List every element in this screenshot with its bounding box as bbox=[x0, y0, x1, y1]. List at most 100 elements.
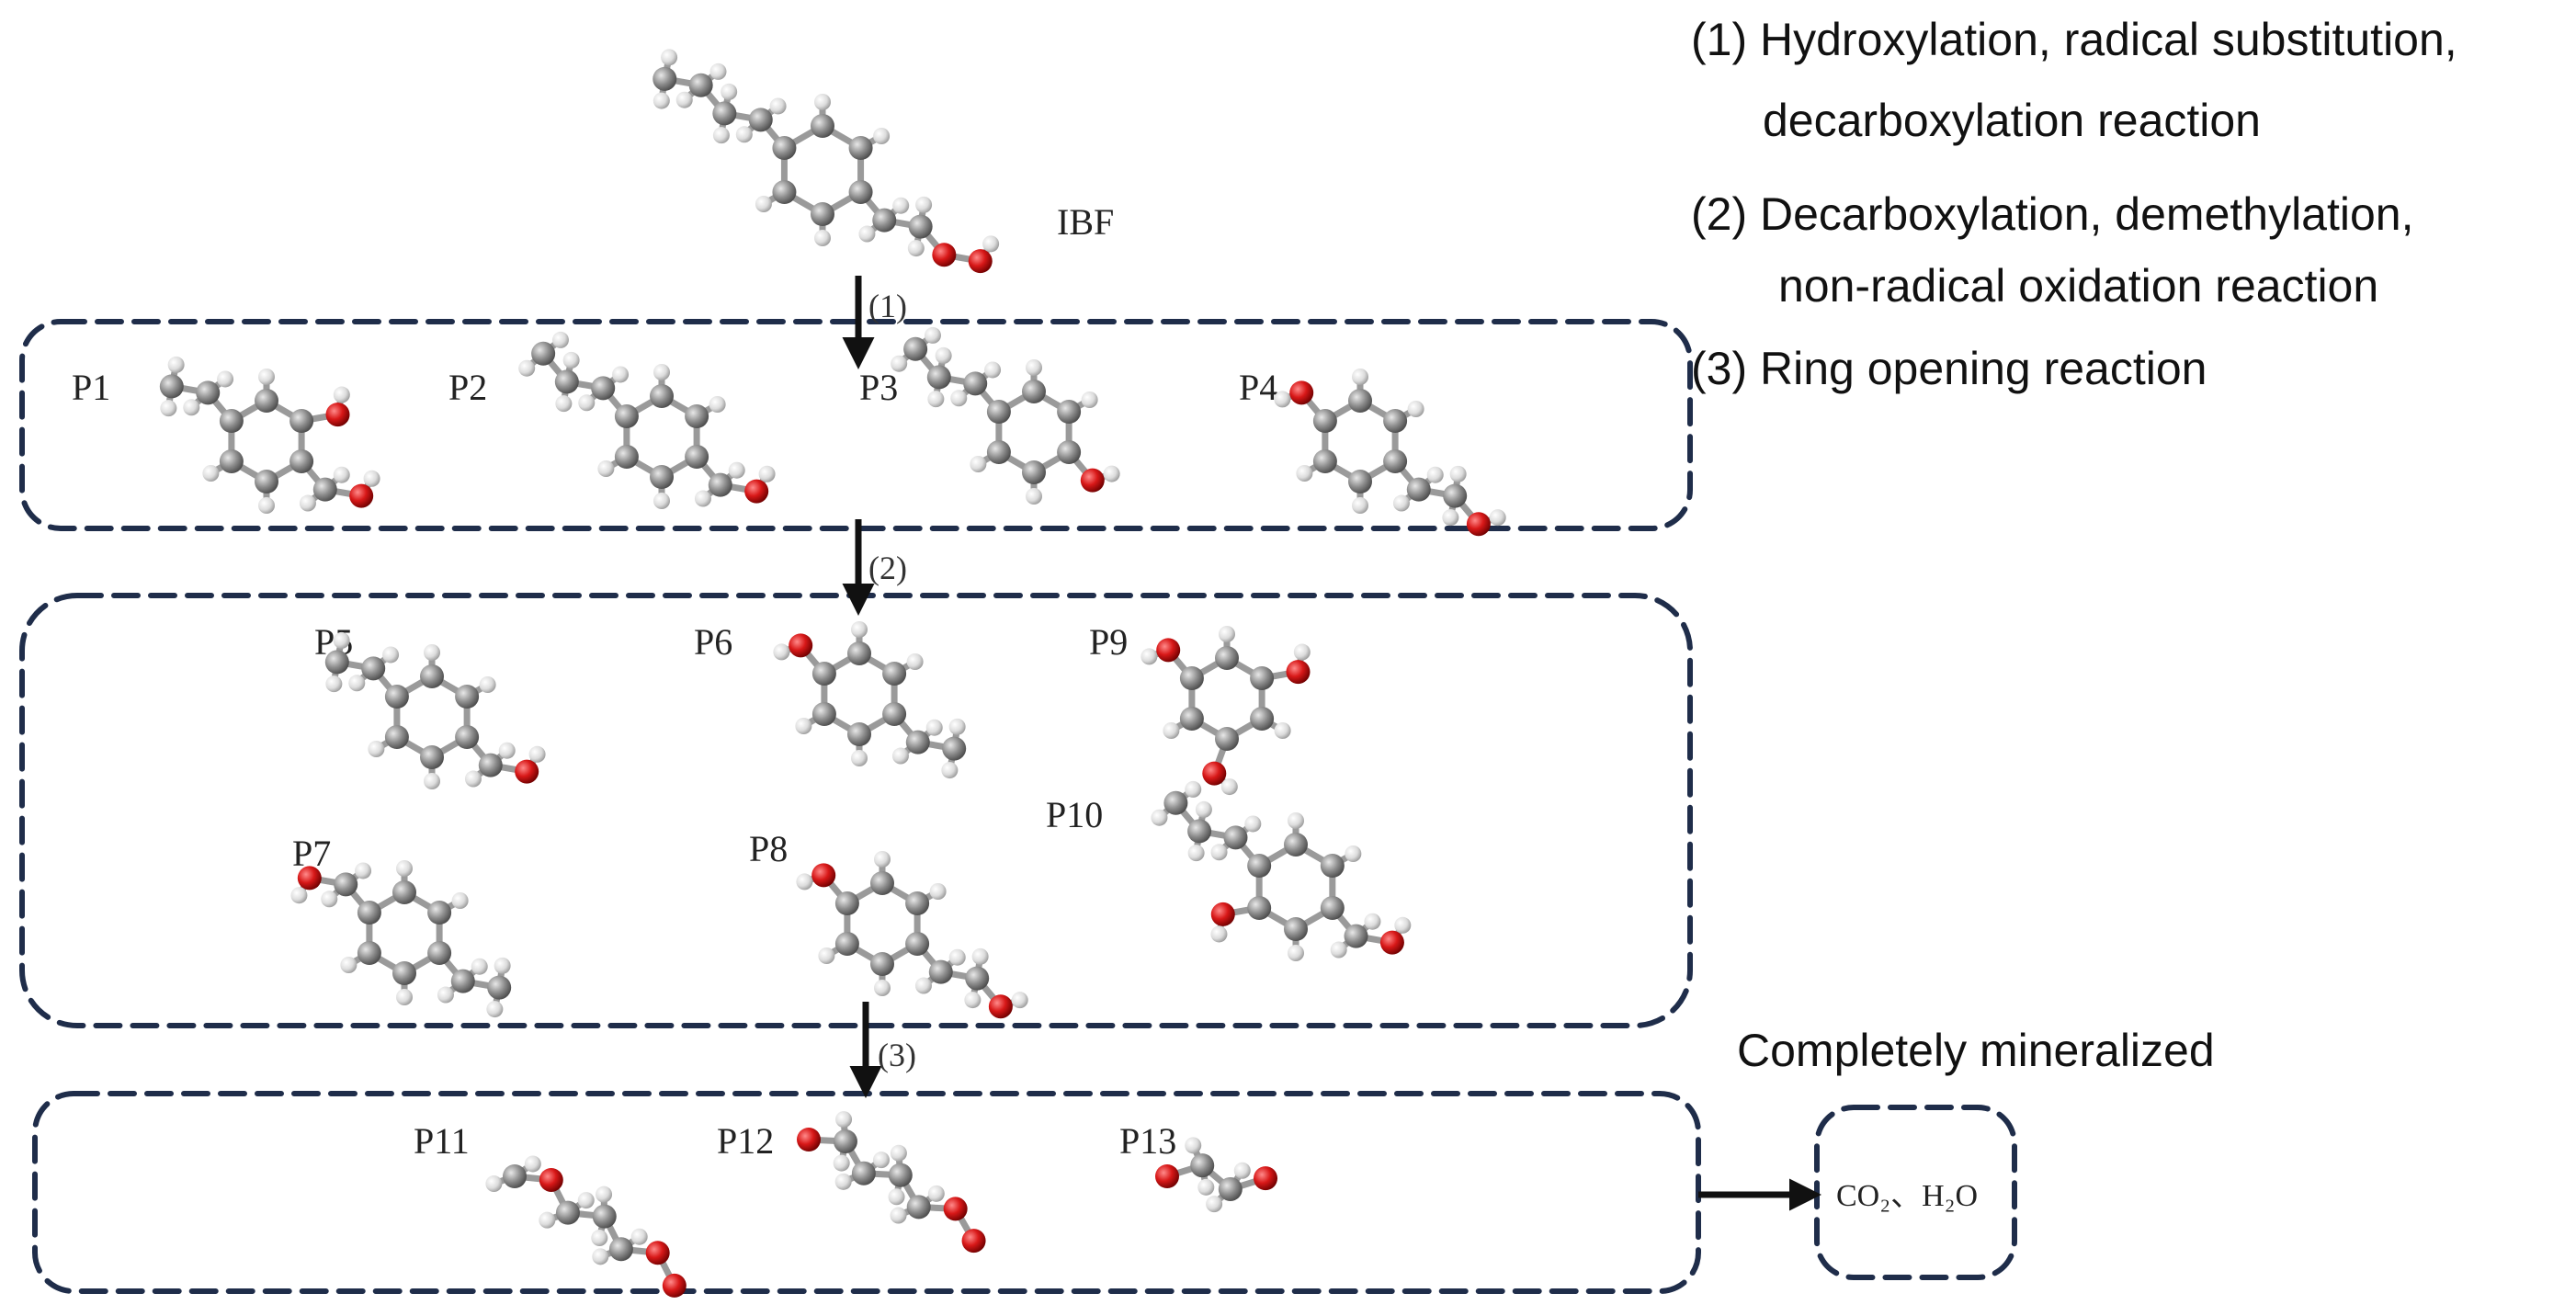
hydrogen-atom bbox=[630, 1228, 648, 1245]
hydrogen-atom bbox=[290, 887, 308, 904]
carbon-atom bbox=[614, 445, 639, 469]
oxygen-atom bbox=[1080, 468, 1105, 493]
hydrogen-atom bbox=[1244, 815, 1262, 833]
carbon-atom bbox=[1247, 854, 1272, 878]
carbon-atom bbox=[986, 440, 1011, 464]
oxygen-atom bbox=[797, 1128, 821, 1152]
carbon-atom bbox=[882, 702, 907, 726]
carbon-atom bbox=[1250, 707, 1275, 731]
hydrogen-atom bbox=[948, 948, 966, 966]
oxygen-atom bbox=[539, 1167, 563, 1192]
carbon-atom bbox=[772, 180, 797, 204]
carbon-atom bbox=[1215, 646, 1239, 670]
carbon-atom bbox=[219, 449, 244, 473]
hydrogen-atom bbox=[382, 646, 400, 664]
hydrogen-atom bbox=[333, 466, 350, 483]
carbon-atom bbox=[384, 685, 409, 709]
carbon-atom bbox=[905, 730, 930, 754]
hydrogen-atom bbox=[873, 128, 891, 144]
hydrogen-atom bbox=[927, 391, 945, 408]
hydrogen-atom bbox=[964, 992, 982, 1009]
hydrogen-atom bbox=[1296, 465, 1313, 482]
carbon-atom bbox=[811, 662, 836, 686]
hydrogen-atom bbox=[596, 1186, 613, 1203]
carbon-atom bbox=[219, 409, 244, 433]
carbon-atom bbox=[196, 380, 221, 405]
carbon-atom bbox=[608, 1237, 633, 1262]
oxygen-atom bbox=[744, 479, 769, 504]
parent-label-ibf: IBF bbox=[1057, 201, 1114, 243]
hydrogen-atom bbox=[950, 390, 968, 407]
pathway-arrows bbox=[842, 276, 1821, 1211]
hydrogen-atom bbox=[1407, 401, 1424, 417]
carbon-atom bbox=[1179, 666, 1204, 690]
carbon-atom bbox=[357, 941, 381, 965]
molecule-p8 bbox=[796, 851, 1028, 1019]
oxygen-atom bbox=[968, 249, 993, 274]
carbon-atom bbox=[848, 180, 873, 204]
hydrogen-atom bbox=[1345, 845, 1362, 862]
carbon-atom bbox=[708, 472, 732, 497]
hydrogen-atom bbox=[396, 989, 413, 1005]
hydrogen-atom bbox=[1219, 626, 1235, 642]
carbon-atom bbox=[1022, 460, 1046, 484]
carbon-atom bbox=[748, 108, 773, 132]
carbon-atom bbox=[487, 975, 512, 1000]
hydrogen-atom bbox=[1288, 945, 1304, 961]
hydrogen-atom bbox=[925, 719, 943, 736]
hydrogen-atom bbox=[479, 676, 496, 693]
carbon-atom bbox=[531, 341, 556, 366]
carbon-atom bbox=[1022, 380, 1046, 403]
hydrogen-atom bbox=[1197, 1178, 1215, 1196]
hydrogen-atom bbox=[712, 127, 730, 144]
hydrogen-atom bbox=[888, 1188, 905, 1206]
hydrogen-atom bbox=[1026, 359, 1042, 376]
mineralization-caption: Completely mineralized bbox=[1737, 1025, 2215, 1076]
carbon-atom bbox=[1179, 707, 1204, 731]
hydrogen-atom bbox=[872, 1152, 890, 1169]
hydrogen-atom bbox=[396, 860, 413, 877]
oxygen-atom bbox=[988, 994, 1013, 1019]
carbon-atom bbox=[392, 880, 416, 904]
hydrogen-atom bbox=[984, 361, 1002, 379]
hydrogen-atom bbox=[851, 621, 868, 638]
carbon-atom bbox=[811, 702, 836, 726]
hydrogen-atom bbox=[1210, 925, 1228, 943]
carbon-atom bbox=[888, 1163, 913, 1187]
hydrogen-atom bbox=[1274, 722, 1291, 739]
hydrogen-atom bbox=[758, 465, 776, 482]
molecule-p4 bbox=[1274, 369, 1506, 537]
hydrogen-atom bbox=[577, 1192, 595, 1209]
hydrogen-atom bbox=[424, 773, 440, 789]
molecule-p5 bbox=[324, 631, 546, 789]
oxygen-atom bbox=[811, 863, 836, 888]
oxygen-atom bbox=[515, 759, 539, 784]
hydrogen-atom bbox=[1489, 509, 1506, 527]
hydrogen-atom bbox=[835, 1111, 853, 1129]
carbon-atom bbox=[847, 641, 871, 665]
hydrogen-atom bbox=[1220, 778, 1238, 796]
product-label-p12: P12 bbox=[717, 1120, 774, 1162]
hydrogen-atom bbox=[796, 873, 813, 891]
carbon-atom bbox=[685, 445, 709, 469]
carbon-atom bbox=[420, 664, 444, 688]
carbon-atom bbox=[478, 753, 503, 777]
hydrogen-atom bbox=[1185, 780, 1202, 798]
carbon-atom bbox=[1344, 924, 1368, 948]
molecule-p12 bbox=[797, 1111, 986, 1254]
oxygen-atom bbox=[1289, 380, 1314, 405]
carbon-atom bbox=[851, 1161, 876, 1186]
hydrogen-atom bbox=[914, 977, 932, 994]
hydrogen-atom bbox=[258, 369, 275, 385]
carbon-atom bbox=[614, 404, 639, 428]
hydrogen-atom bbox=[728, 461, 745, 479]
carbon-atom bbox=[848, 136, 873, 160]
carbon-atom bbox=[1163, 790, 1188, 815]
hydrogen-atom bbox=[814, 230, 831, 246]
oxygen-atom bbox=[943, 1197, 968, 1221]
hydrogen-atom bbox=[1185, 1137, 1202, 1154]
hydrogen-atom bbox=[709, 62, 727, 80]
hydrogen-atom bbox=[333, 631, 350, 649]
hydrogen-atom bbox=[498, 742, 516, 759]
